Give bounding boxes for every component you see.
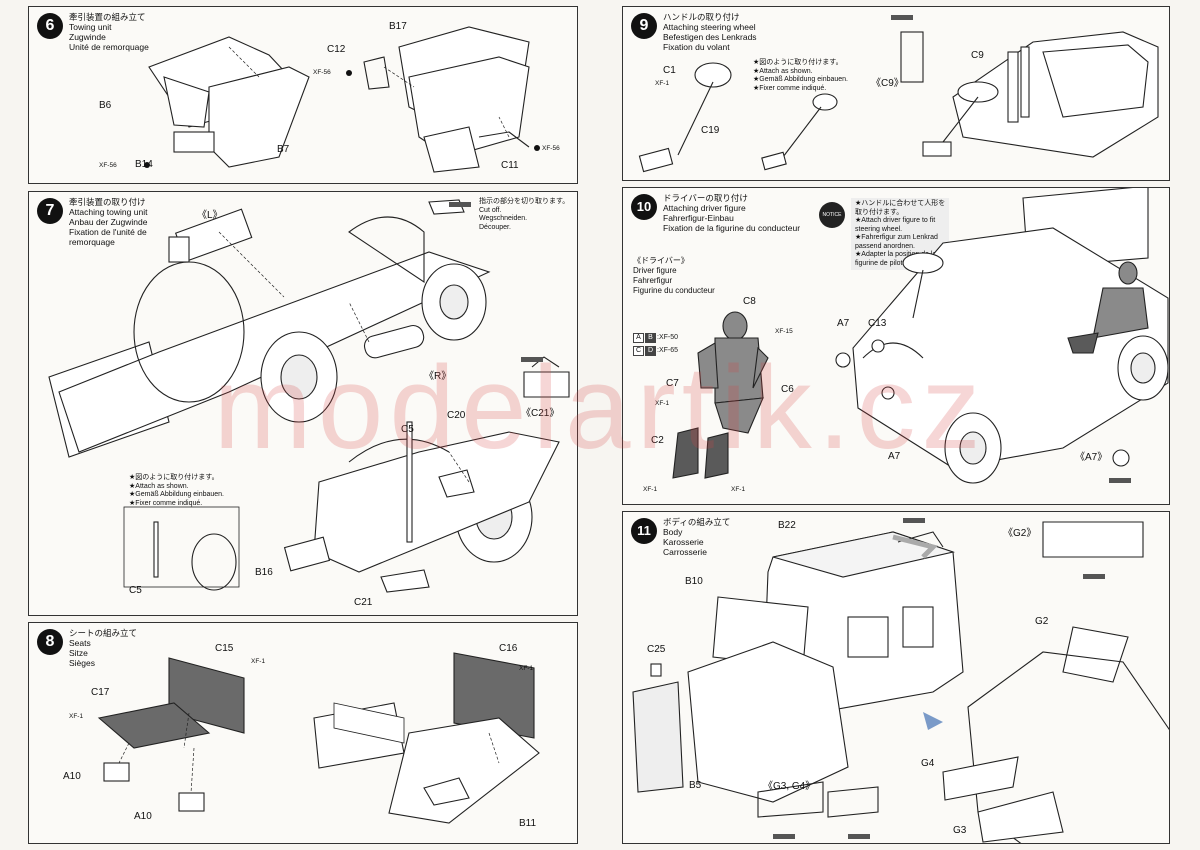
step-7-attach-note: ★図のように取り付けます。 ★Attach as shown. ★Gemäß A… <box>129 474 225 507</box>
paint-xf1-boot-a: XF-1 <box>643 486 658 493</box>
step-11-number: 11 <box>631 518 657 544</box>
part-a10-label-a: A10 <box>63 771 81 782</box>
ref-g2-label: 《G2》 <box>1003 528 1037 539</box>
part-g3-label: G3 <box>953 825 967 836</box>
step-7-panel: 7 牽引装置の取り付け Attaching towing unit Anbau … <box>28 191 578 616</box>
part-b6-label: B6 <box>99 100 112 111</box>
part-c20-label: C20 <box>447 410 466 421</box>
step-9-number: 9 <box>631 13 657 39</box>
ref-c21-label: 《C21》 <box>521 408 560 419</box>
part-c6-label: C6 <box>781 384 794 395</box>
part-b10-label: B10 <box>685 576 703 587</box>
paint-xf56-c: XF-56 <box>542 145 560 152</box>
paint-xf1-a: XF-1 <box>251 658 266 665</box>
step-7-number: 7 <box>37 198 63 224</box>
part-c21-label: C21 <box>354 597 373 608</box>
step-11-drawing <box>632 518 1169 843</box>
part-c5-label: C5 <box>401 424 414 435</box>
paint-xf1-figure: XF-1 <box>655 400 670 407</box>
paint-xf1-b: XF-1 <box>69 713 84 720</box>
part-c16-label: C16 <box>499 643 518 654</box>
driver-figure-caption: 《ドライバー》 Driver figure Fahrerfigur Figuri… <box>633 256 715 295</box>
step-9-panel: 9 ハンドルの取り付け Attaching steering wheel Bef… <box>622 6 1170 181</box>
part-c25-label: C25 <box>647 644 666 655</box>
part-b22-label: B22 <box>778 520 796 531</box>
part-c2-label: C2 <box>651 435 664 446</box>
part-g2-label: G2 <box>1035 616 1049 627</box>
part-c7-label: C7 <box>666 378 679 389</box>
part-b16-label: B16 <box>255 567 273 578</box>
cut-off-note: 指示の部分を切り取ります。 Cut off. Wegschneiden. Déc… <box>479 198 570 231</box>
paint-xf15: XF-15 <box>775 328 793 335</box>
part-b11-label: B11 <box>519 818 537 829</box>
ref-l-label: 《L》 <box>197 210 223 221</box>
step-8-number: 8 <box>37 629 63 655</box>
part-c13-label: C13 <box>868 318 887 329</box>
step-11-title: ボディの組み立て Body Karosserie Carrosserie <box>663 517 731 557</box>
step-10-panel: 10 ドライバーの取り付け Attaching driver figure Fa… <box>622 187 1170 505</box>
part-b17-label: B17 <box>389 21 407 32</box>
step-9-attach-note: ★図のように取り付けます。 ★Attach as shown. ★Gemäß A… <box>753 59 849 92</box>
notice-badge: NOTICE <box>819 202 845 228</box>
step-9-drawing <box>638 15 1159 173</box>
ref-r-label: 《R》 <box>424 371 452 382</box>
step-6-number: 6 <box>37 13 63 39</box>
paint-xf1: XF-1 <box>655 80 670 87</box>
step-8-panel: 8 シートの組み立て Seats Sitze Sièges <box>28 622 578 844</box>
step-6-title: 牽引装置の組み立て Towing unit Zugwinde Unité de … <box>69 12 149 52</box>
ref-c9-label: 《C9》 <box>871 78 904 89</box>
step-7-title: 牽引装置の取り付け Attaching towing unit Anbau de… <box>69 197 148 247</box>
part-c11-label: C11 <box>501 160 519 171</box>
part-c17-label: C17 <box>91 687 110 698</box>
part-b14-label: B14 <box>135 159 153 170</box>
ref-a7-label: 《A7》 <box>1075 452 1108 463</box>
step-10-title: ドライバーの取り付け Attaching driver figure Fahre… <box>663 193 801 233</box>
step-10-drawing <box>672 188 1169 484</box>
step-8-drawing <box>97 652 540 824</box>
part-c8-label: C8 <box>743 296 756 307</box>
part-g4-label: G4 <box>921 758 935 769</box>
step-10-notice: ★ハンドルに合わせて人形を 取り付けます。 ★Attach driver fig… <box>851 198 950 270</box>
paint-xf56-b: XF-56 <box>313 69 331 76</box>
step-11-panel: 11 ボディの組み立て Body Karosserie Carrosserie <box>622 511 1170 844</box>
step-9-title: ハンドルの取り付け Attaching steering wheel Befes… <box>663 12 757 52</box>
part-c9-label: C9 <box>971 50 984 61</box>
part-b7-label: B7 <box>277 144 290 155</box>
step-10-number: 10 <box>631 194 657 220</box>
part-c12-label: C12 <box>327 44 346 55</box>
step-8-title: シートの組み立て Seats Sitze Sièges <box>69 628 138 668</box>
part-c15-label: C15 <box>215 643 234 654</box>
part-a7-label-b: A7 <box>888 451 901 462</box>
paint-xf1-boot-b: XF-1 <box>731 486 746 493</box>
ref-g3-g4-label: 《G3, G4》 <box>763 781 816 792</box>
paint-xf56-a: XF-56 <box>99 162 117 169</box>
part-c19-label: C19 <box>701 125 720 136</box>
part-b5-label: B5 <box>689 780 702 791</box>
step-6-panel: 6 牽引装置の組み立て Towing unit Zugwinde Unité d… <box>28 6 578 184</box>
paint-xf1-c: XF-1 <box>519 665 534 672</box>
part-a10-label-b: A10 <box>134 811 152 822</box>
part-a7-label-a: A7 <box>837 318 850 329</box>
step-7-drawing <box>48 199 570 593</box>
part-c5-detail-label: C5 <box>129 585 142 596</box>
part-c1-label: C1 <box>663 65 676 76</box>
step-6-drawing <box>144 26 540 173</box>
